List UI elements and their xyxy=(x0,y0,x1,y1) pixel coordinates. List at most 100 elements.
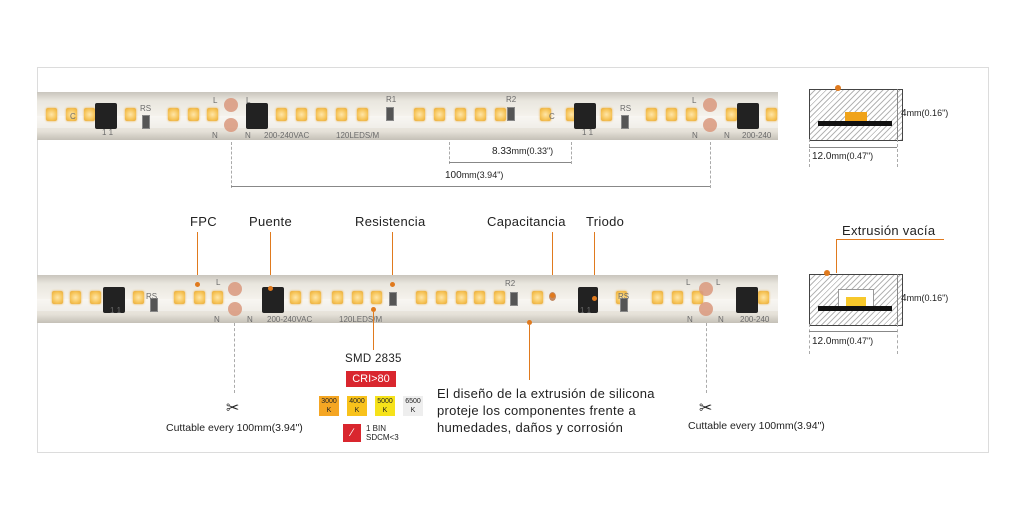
solder-pad xyxy=(228,302,242,316)
smd-led xyxy=(310,291,321,304)
strip-mark-n: N xyxy=(687,315,693,324)
smd-led xyxy=(475,108,486,121)
strip-mark-r2: R2 xyxy=(505,279,516,288)
cri-badge: CRI>80 xyxy=(346,371,396,387)
smd-led xyxy=(686,108,697,121)
dimension-guide xyxy=(809,139,810,167)
extrusion-leader xyxy=(836,239,837,273)
resistor xyxy=(621,115,629,129)
strip-mark-rs: RS xyxy=(146,292,158,301)
smd-led xyxy=(666,108,677,121)
smd-led xyxy=(652,291,663,304)
triode-chip xyxy=(574,103,596,129)
solder-pad xyxy=(224,118,238,132)
dimension-guide xyxy=(710,142,711,188)
smd-led xyxy=(66,108,77,121)
resistor xyxy=(386,107,394,121)
strip-mark-c: C xyxy=(70,112,76,121)
fpc-label: FPC xyxy=(190,214,217,229)
smd-led xyxy=(766,108,777,121)
strip-voltage: 200-240 xyxy=(740,315,770,324)
strip-mark-n: N xyxy=(692,131,698,140)
strip-mark-l: L xyxy=(686,278,691,287)
solder-pad xyxy=(224,98,238,112)
profile-width-label: 12.0mm(0.47") xyxy=(812,151,874,162)
smd-led xyxy=(436,291,447,304)
resistor xyxy=(150,298,158,312)
pitch-dimension-line xyxy=(449,162,571,163)
bridge-chip xyxy=(737,103,759,129)
smd-led xyxy=(188,108,199,121)
accent-dot xyxy=(824,270,830,276)
smd-led xyxy=(332,291,343,304)
strip-mark-r1: R1 xyxy=(386,95,397,104)
width-dimension-line xyxy=(809,331,897,332)
strip-mark-rs: RS xyxy=(140,104,152,113)
strip-mark-n: N xyxy=(718,315,724,324)
strip-leds: 120LEDS/M xyxy=(336,131,380,140)
bin-icon: ∕ xyxy=(343,424,361,442)
scissors-icon: ✂ xyxy=(699,400,713,417)
resistor-label: Resistencia xyxy=(355,214,426,229)
bridge-label: Puente xyxy=(249,214,293,229)
cut-length-label: 100mm(3.94") xyxy=(445,170,504,181)
smd-led xyxy=(416,291,427,304)
smd-led xyxy=(474,291,485,304)
height-dimension-line xyxy=(897,89,898,139)
profile-height-label: 4mm(0.16") xyxy=(901,108,949,119)
strip-voltage: 200-240 xyxy=(742,131,772,140)
strip-mark-c: C xyxy=(549,112,555,121)
accent-dot xyxy=(527,320,532,325)
smd-led xyxy=(290,291,301,304)
accent-dot xyxy=(550,293,555,298)
solder-pad xyxy=(699,302,713,316)
triode-label: Triodo xyxy=(586,214,625,229)
smd-led xyxy=(70,291,81,304)
bridge-chip xyxy=(736,287,758,313)
cut-guide xyxy=(706,323,707,393)
dimension-guide xyxy=(449,142,450,164)
height-dimension-line xyxy=(897,274,898,324)
cut-length-dimension-line xyxy=(231,186,710,187)
strip-leds: 120LEDS/M xyxy=(339,315,383,324)
smd-led xyxy=(90,291,101,304)
dimension-guide xyxy=(897,324,898,354)
cut-guide xyxy=(234,323,235,393)
resistor xyxy=(507,107,515,121)
dimension-guide xyxy=(809,324,810,354)
smd-led xyxy=(52,291,63,304)
resistor xyxy=(142,115,150,129)
smd-led xyxy=(316,108,327,121)
fpc-leader xyxy=(197,232,198,284)
profile-cross-section xyxy=(809,274,903,326)
smd-led xyxy=(456,291,467,304)
smd-led xyxy=(540,108,551,121)
dimension-guide xyxy=(571,142,572,164)
accent-dot xyxy=(195,282,200,287)
smd-led xyxy=(357,108,368,121)
empty-extrusion-label: Extrusión vacía xyxy=(842,223,936,238)
smd-led xyxy=(616,291,627,304)
smd-led xyxy=(371,291,382,304)
smd-led xyxy=(84,108,95,121)
smd-led xyxy=(532,291,543,304)
bridge-leader xyxy=(270,232,271,290)
led-strip-bottom xyxy=(37,275,778,323)
solder-pad xyxy=(228,282,242,296)
bridge-chip xyxy=(262,287,284,313)
smd-led xyxy=(207,108,218,121)
smd-led xyxy=(494,291,505,304)
strip-mark-pins: 1 1 xyxy=(582,128,594,137)
accent-dot xyxy=(592,296,597,301)
accent-dot xyxy=(390,282,395,287)
extrusion-leader xyxy=(836,239,944,240)
cuttable-label-left: Cuttable every 100mm(3.94") xyxy=(166,422,303,434)
smd-led xyxy=(646,108,657,121)
smd-led xyxy=(46,108,57,121)
strip-mark-r2: R2 xyxy=(506,95,517,104)
dimension-guide xyxy=(231,142,232,188)
smd-led xyxy=(672,291,683,304)
extrusion-description: El diseño de la extrusión de silicona pr… xyxy=(437,386,655,435)
bin-info: 1 BIN SDCM<3 xyxy=(366,424,399,442)
